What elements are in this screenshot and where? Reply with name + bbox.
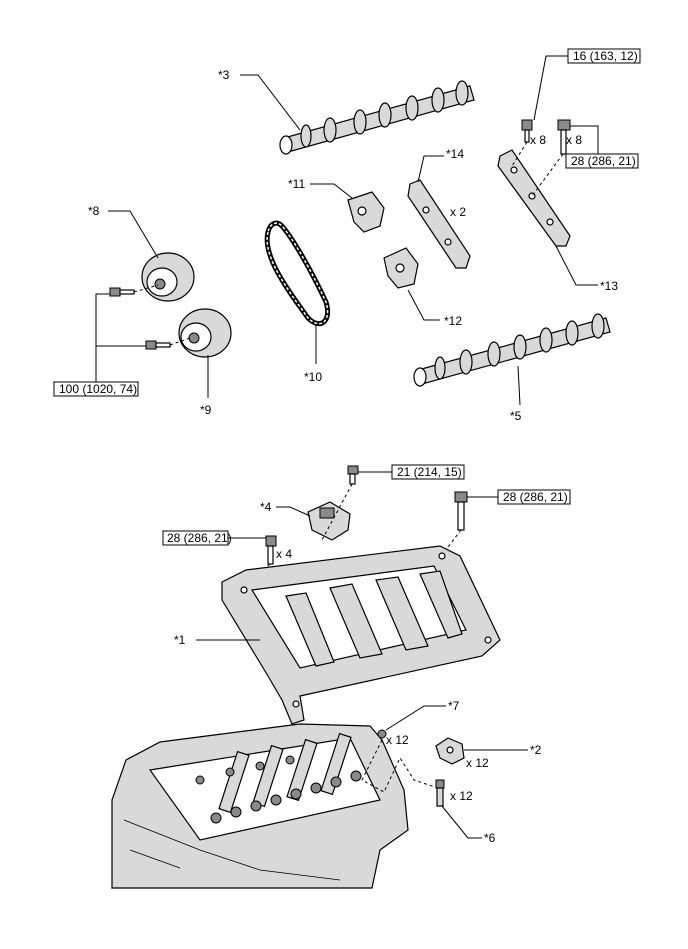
sprocket-bolt-lower [145, 340, 171, 350]
quantity-cap: x 2 [450, 205, 466, 219]
callout-6: *6 [484, 831, 496, 845]
part-7 [377, 729, 387, 739]
callout-5: *5 [510, 409, 522, 423]
cylinder-head [111, 723, 409, 889]
quantity-bolt-b: x 8 [566, 133, 582, 147]
torque-housing-right: 28 (286, 21) [503, 490, 568, 504]
bearing-cap-12 [383, 247, 419, 289]
camshaft-timing-gear-9 [178, 308, 232, 358]
quantity-part2: x 12 [466, 756, 489, 770]
camshaft-housing-1 [221, 545, 501, 725]
torque-cap-bolt: 28 (286, 21) [571, 154, 636, 168]
housing-bolt-left [265, 535, 277, 565]
callout-2: *2 [530, 743, 542, 757]
torque-sprocket-bolt: 100 (1020, 74) [59, 382, 137, 396]
camshaft-lower [413, 313, 611, 387]
callout-11: *11 [288, 177, 305, 191]
bearing-cap-14 [407, 179, 471, 269]
bearing-cap-11 [347, 191, 385, 233]
callout-7: *7 [448, 699, 460, 713]
callout-3: *3 [218, 68, 230, 82]
quantity-part7: x 12 [386, 733, 409, 747]
quantity-bolt-a: x 8 [530, 133, 546, 147]
callout-12: *12 [444, 314, 462, 328]
timing-chain [264, 220, 330, 326]
part-2 [435, 737, 465, 765]
torque-plug: 21 (214, 15) [397, 465, 462, 479]
quantity-housing: x 4 [276, 547, 292, 561]
sprocket-bolt-upper [109, 287, 135, 297]
callout-4: *4 [260, 500, 272, 514]
callout-10: *10 [304, 370, 322, 384]
callout-13: *13 [600, 279, 618, 293]
camshaft-upper [279, 80, 475, 155]
camshaft-timing-gear-8 [141, 252, 195, 302]
quantity-part6: x 12 [450, 789, 473, 803]
bracket-4 [307, 501, 351, 541]
bearing-housing-13 [497, 149, 571, 247]
callout-1: *1 [174, 633, 186, 647]
housing-bolt-right [454, 491, 468, 531]
bolt-long [557, 119, 571, 155]
callout-8: *8 [88, 204, 100, 218]
torque-top-bolt: 16 (163, 12) [573, 49, 638, 63]
part-6 [435, 779, 445, 807]
callout-14: *14 [446, 147, 464, 161]
torque-housing-left: 28 (286, 21) [167, 531, 232, 545]
plug-bolt [347, 465, 359, 485]
callout-9: *9 [200, 403, 212, 417]
